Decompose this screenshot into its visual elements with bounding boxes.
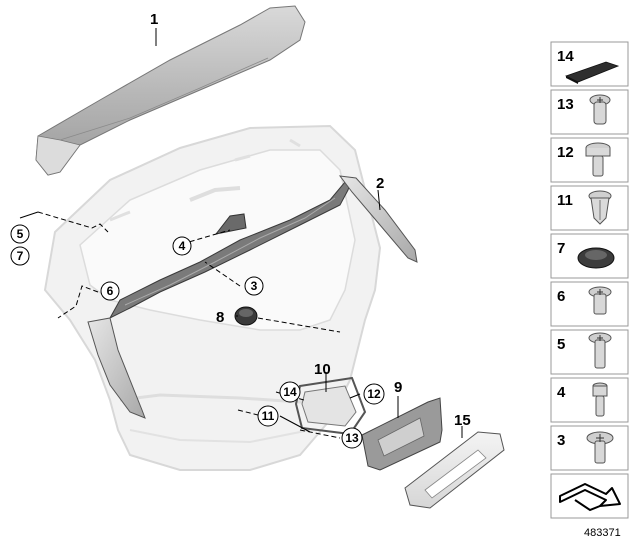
callout-6: 6 xyxy=(107,284,114,298)
legend-box-7: 7 xyxy=(550,233,629,279)
callout-1: 1 xyxy=(150,11,158,28)
legend-number-3: 3 xyxy=(557,432,565,449)
legend-box-4: 4 xyxy=(550,377,629,423)
legend-box-5: 5 xyxy=(550,329,629,375)
legend-box-14: 14 xyxy=(550,41,629,87)
callout-circle-7: 7 xyxy=(10,246,30,266)
callout-5: 5 xyxy=(17,227,24,241)
legend-number-14: 14 xyxy=(557,48,574,65)
callout-2: 2 xyxy=(376,175,384,192)
callout-12: 12 xyxy=(367,387,381,401)
legend-number-7: 7 xyxy=(557,240,565,257)
callout-circle-5: 5 xyxy=(10,224,30,244)
grommet-icon xyxy=(577,247,615,269)
legend-number-5: 5 xyxy=(557,336,565,353)
diagram-id: 483371 xyxy=(584,527,621,539)
grommet-part xyxy=(234,306,258,326)
legend-box-6: 6 xyxy=(550,281,629,327)
callout-4: 4 xyxy=(179,239,186,253)
callout-9: 9 xyxy=(394,379,402,396)
torx-screw-long-icon xyxy=(588,332,612,369)
callout-13: 13 xyxy=(345,431,359,445)
callout-circle-14: 14 xyxy=(279,381,301,403)
callout-14: 14 xyxy=(283,385,297,399)
callout-3: 3 xyxy=(251,279,258,293)
callout-7: 7 xyxy=(17,249,24,263)
legend-number-4: 4 xyxy=(557,384,566,401)
callout-circle-13: 13 xyxy=(341,427,363,449)
cylinder-screw-icon xyxy=(592,382,608,417)
fastener-legend-panel: 14 13 12 xyxy=(550,41,629,519)
callout-10: 10 xyxy=(314,361,331,378)
legend-box-13: 13 xyxy=(550,89,629,135)
flat-head-screw-icon xyxy=(586,431,614,464)
callout-15: 15 xyxy=(454,412,471,429)
callout-11: 11 xyxy=(262,409,275,423)
callout-circle-3: 3 xyxy=(244,276,264,296)
foam-pad-icon xyxy=(564,61,620,84)
arrow-symbol-icon xyxy=(559,483,621,512)
license-plate-holder xyxy=(361,397,443,471)
expanding-nut-icon xyxy=(588,190,612,225)
legend-number-12: 12 xyxy=(557,144,574,161)
legend-box-12: 12 xyxy=(550,137,629,183)
legend-box-arrow xyxy=(550,473,629,519)
license-plate-surround xyxy=(404,431,505,509)
callout-circle-11: 11 xyxy=(257,405,279,427)
callout-circle-12: 12 xyxy=(363,383,385,405)
callout-circle-4: 4 xyxy=(172,236,192,256)
legend-number-13: 13 xyxy=(557,96,574,113)
roof-spoiler xyxy=(35,5,306,176)
torx-screw-icon xyxy=(589,94,611,125)
hex-collar-screw-icon xyxy=(585,142,611,177)
callout-8: 8 xyxy=(216,309,224,326)
legend-box-11: 11 xyxy=(550,185,629,231)
tailgate-trim-cover xyxy=(87,175,418,419)
legend-box-3: 3 xyxy=(550,425,629,471)
legend-number-11: 11 xyxy=(557,192,573,209)
legend-number-6: 6 xyxy=(557,288,565,305)
callout-circle-6: 6 xyxy=(100,281,120,301)
torx-screw-short-icon xyxy=(588,286,612,315)
